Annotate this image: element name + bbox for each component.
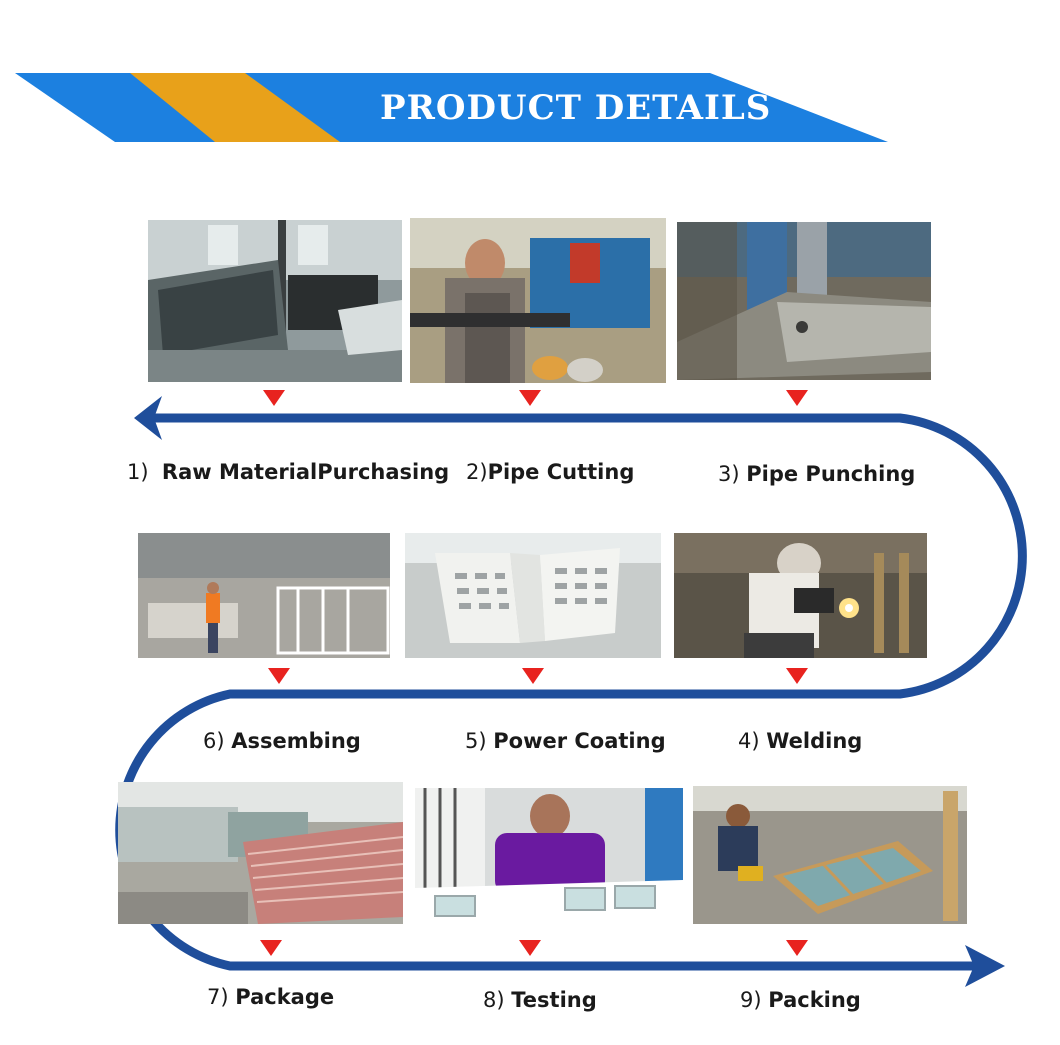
step-name: Package [235,985,335,1009]
step-7-marker-icon [260,940,282,956]
step-2-label: 2)Pipe Cutting [466,460,634,484]
step-5-marker-icon [522,668,544,684]
step-8-marker-icon [519,940,541,956]
step-6-marker-icon [268,668,290,684]
step-7-label: 7) Package [207,985,334,1009]
step-3-marker-icon [786,390,808,406]
step-6-label: 6) Assembing [203,729,361,753]
packing-photo [693,786,967,924]
step-name: Assembing [231,729,361,753]
step-8-label: 8) Testing [483,988,597,1012]
step-number: 7) [207,985,229,1009]
step-9-label: 9) Packing [740,988,861,1012]
pipe-punching-photo [677,222,931,380]
step-1-label: 1) Raw MaterialPurchasing [127,460,449,484]
banner-orange-stripe [130,73,340,142]
step-number: 6) [203,729,225,753]
step-9-marker-icon [786,940,808,956]
welding-photo [674,533,927,658]
step-number: 3) [718,462,740,486]
flow-start-arrowhead [134,396,162,440]
testing-photo [415,788,683,924]
step-number: 9) [740,988,762,1012]
step-name: Pipe Cutting [487,460,635,484]
banner-blue-stripe-main [245,73,888,142]
header-banner [15,73,888,142]
step-name: Testing [511,988,597,1012]
flow-end-arrowhead [965,945,1005,987]
page-title: PRODUCT DETAILS [380,88,772,128]
step-4-marker-icon [786,668,808,684]
step-number: 2) [466,460,488,484]
step-2-marker-icon [519,390,541,406]
step-name: Raw MaterialPurchasing [161,460,450,484]
pipe-cutting-photo [410,218,666,383]
step-number: 1) [127,460,149,484]
step-name: Packing [768,988,861,1012]
assembling-photo [138,533,390,658]
step-number: 8) [483,988,505,1012]
power-coating-photo [405,533,661,658]
step-name: Power Coating [493,729,666,753]
step-3-label: 3) Pipe Punching [718,462,915,486]
step-1-marker-icon [263,390,285,406]
step-number: 5) [465,729,487,753]
package-photo [118,782,403,924]
step-5-label: 5) Power Coating [465,729,666,753]
step-name: Pipe Punching [746,462,916,486]
step-name: Welding [766,729,863,753]
raw-material-photo [148,220,402,382]
step-number: 4) [738,729,760,753]
step-4-label: 4) Welding [738,729,862,753]
